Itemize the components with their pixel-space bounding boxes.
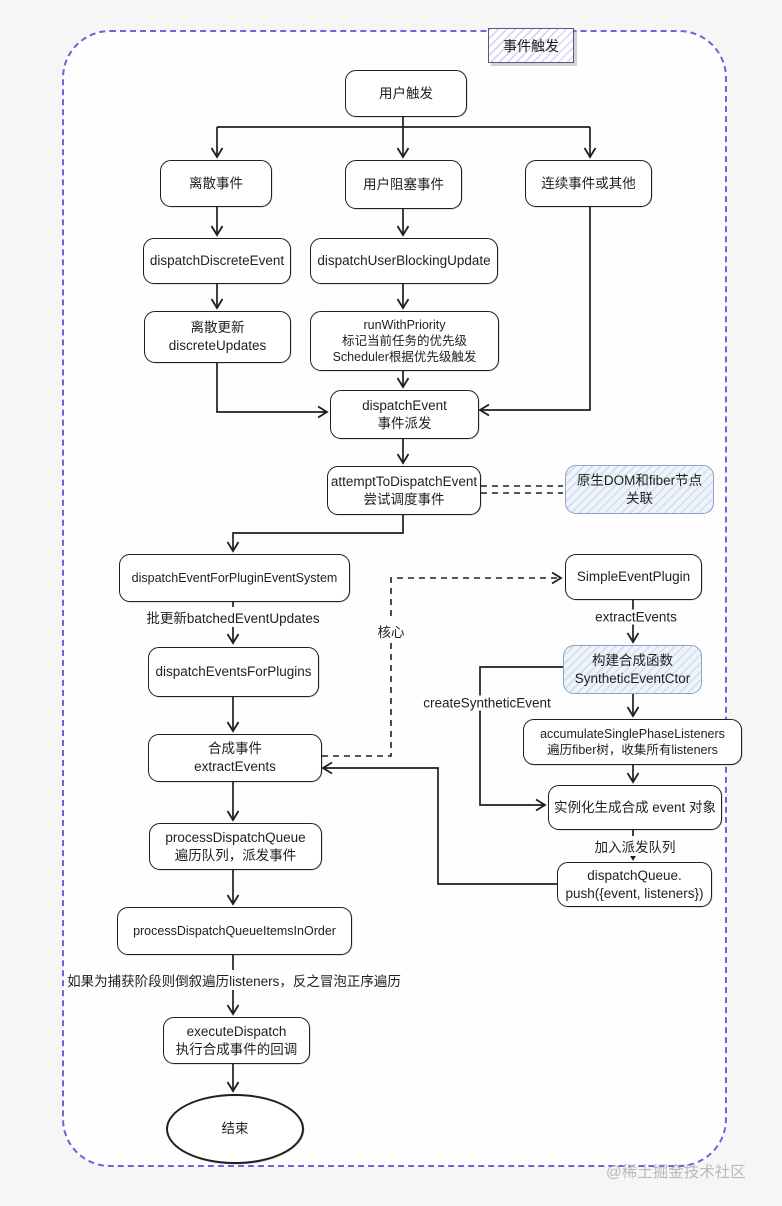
node-process-dispatch-queue-items-in-order: processDispatchQueueItemsInOrder (117, 907, 352, 955)
node-accumulate-single-phase-listeners: accumulateSinglePhaseListeners 遍历fiber树，… (523, 719, 742, 765)
node-dispatch-event-for-plugin-event-system: dispatchEventForPluginEventSystem (119, 554, 350, 602)
edge-createsynthetic (479, 666, 573, 812)
edge-discreteupdates-to-dispatchevent (216, 361, 329, 419)
edge-label-join-queue: 加入派发队列 (591, 836, 679, 856)
edge-label-core: 核心 (374, 621, 408, 641)
edge-label-batched-event-updates: 批更新batchedEventUpdates (143, 607, 323, 627)
node-execute-dispatch: executeDispatch 执行合成事件的回调 (163, 1017, 310, 1064)
edge-attempt-to-pluginsystem (226, 513, 404, 553)
watermark: @稀土掘金技术社区 (606, 1164, 746, 1181)
title-badge: 事件触发 (488, 28, 574, 63)
node-continuous-event: 连续事件或其他 (525, 160, 652, 207)
node-instantiate-event: 实例化生成合成 event 对象 (548, 785, 722, 830)
node-discrete-event: 离散事件 (160, 160, 272, 207)
edge-dashed-core-to-simpleplugin (322, 571, 563, 757)
node-dispatch-discrete-event: dispatchDiscreteEvent (143, 238, 291, 284)
node-dom-fiber-link: 原生DOM和fiber节点 关联 (565, 465, 714, 514)
node-run-with-priority: runWithPriority 标记当前任务的优先级 Scheduler根据优先… (310, 311, 499, 371)
node-dispatch-events-for-plugins: dispatchEventsForPlugins (148, 647, 319, 697)
edge-label-create-synthetic-event: createSyntheticEvent (420, 695, 554, 711)
edge-label-extract-events: extractEvents (592, 609, 680, 625)
node-user-blocking-event: 用户阻塞事件 (345, 160, 462, 209)
node-user-trigger: 用户触发 (345, 70, 467, 117)
node-dispatch-user-blocking-update: dispatchUserBlockingUpdate (310, 238, 498, 284)
node-attempt-to-dispatch-event: attemptToDispatchEvent 尝试调度事件 (327, 466, 481, 515)
title-badge-label: 事件触发 (503, 37, 559, 54)
edge-queuepush-back-to-extractevents (321, 761, 557, 885)
node-dispatch-event: dispatchEvent 事件派发 (330, 390, 479, 439)
edge-continuous-to-dispatchevent (478, 205, 591, 417)
node-discrete-updates: 离散更新 discreteUpdates (144, 311, 291, 363)
node-process-dispatch-queue: processDispatchQueue 遍历队列，派发事件 (149, 823, 322, 870)
node-synthetic-extract-events: 合成事件 extractEvents (148, 734, 322, 782)
node-simple-event-plugin: SimpleEventPlugin (565, 554, 702, 600)
edge-label-listener-order-note: 如果为捕获阶段则倒叙遍历listeners，反之冒泡正序遍历 (64, 970, 404, 990)
node-end: 结束 (166, 1094, 304, 1164)
node-dispatch-queue-push: dispatchQueue. push({event, listeners}) (557, 862, 712, 907)
node-synthetic-event-ctor: 构建合成函数 SyntheticEventCtor (563, 645, 702, 694)
